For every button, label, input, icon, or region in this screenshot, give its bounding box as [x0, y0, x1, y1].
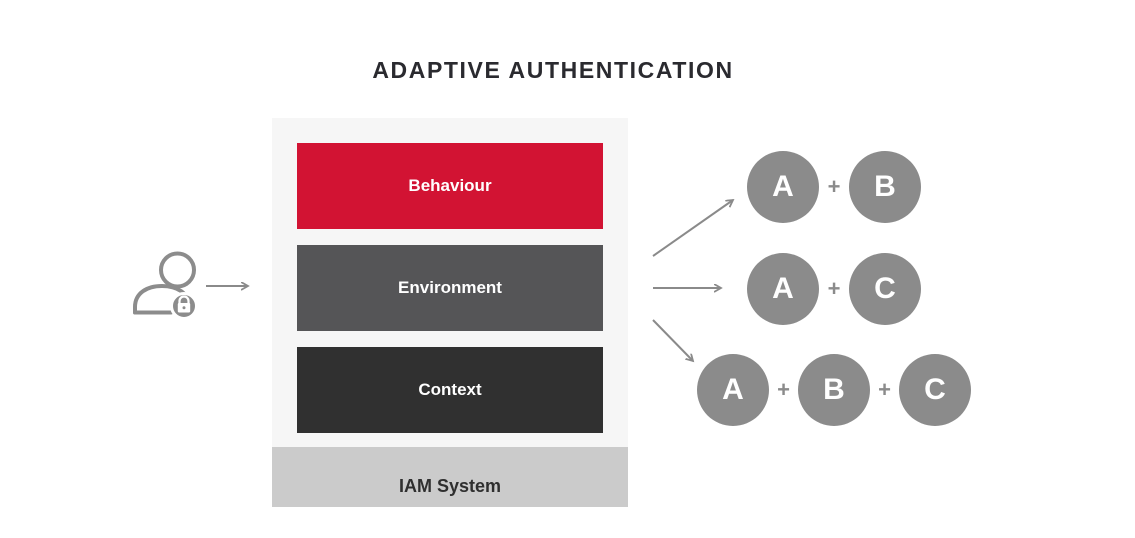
- person-lock-icon: [133, 251, 198, 320]
- factor-letter: B: [874, 170, 896, 203]
- factor-circle-a: A: [747, 151, 819, 223]
- factor-letter: A: [772, 272, 794, 305]
- layer-label: Environment: [398, 278, 502, 297]
- combination-row-ac: A + C: [747, 253, 921, 325]
- factor-letter: A: [772, 170, 794, 203]
- layer-context: Context: [297, 347, 603, 433]
- layer-label: Context: [418, 380, 482, 399]
- plus-separator: +: [777, 377, 790, 402]
- combination-row-ab: A + B: [747, 151, 921, 223]
- combination-row-abc: A + B + C: [697, 354, 971, 426]
- layer-behaviour: Behaviour: [297, 143, 603, 229]
- factor-letter: C: [924, 373, 946, 406]
- plus-separator: +: [878, 377, 891, 402]
- iam-panel: Behaviour Environment Context IAM System: [272, 118, 628, 507]
- factor-letter: C: [874, 272, 896, 305]
- page-title: ADAPTIVE AUTHENTICATION: [372, 57, 734, 83]
- factor-letter: B: [823, 373, 845, 406]
- layer-label: Behaviour: [408, 176, 492, 195]
- factor-circle-a: A: [747, 253, 819, 325]
- iam-system-band: IAM System: [272, 447, 628, 507]
- fan-arrow-top: [652, 200, 733, 257]
- factor-circle-c: C: [899, 354, 971, 426]
- factor-letter: A: [722, 373, 744, 406]
- factor-circle-b: B: [798, 354, 870, 426]
- factor-circle-b: B: [849, 151, 921, 223]
- factor-circle-a: A: [697, 354, 769, 426]
- plus-separator: +: [827, 174, 841, 199]
- fan-arrow-bottom: [652, 319, 693, 361]
- plus-separator: +: [827, 276, 841, 301]
- layer-environment: Environment: [297, 245, 603, 331]
- iam-system-label: IAM System: [398, 476, 502, 496]
- factor-circle-c: C: [849, 253, 921, 325]
